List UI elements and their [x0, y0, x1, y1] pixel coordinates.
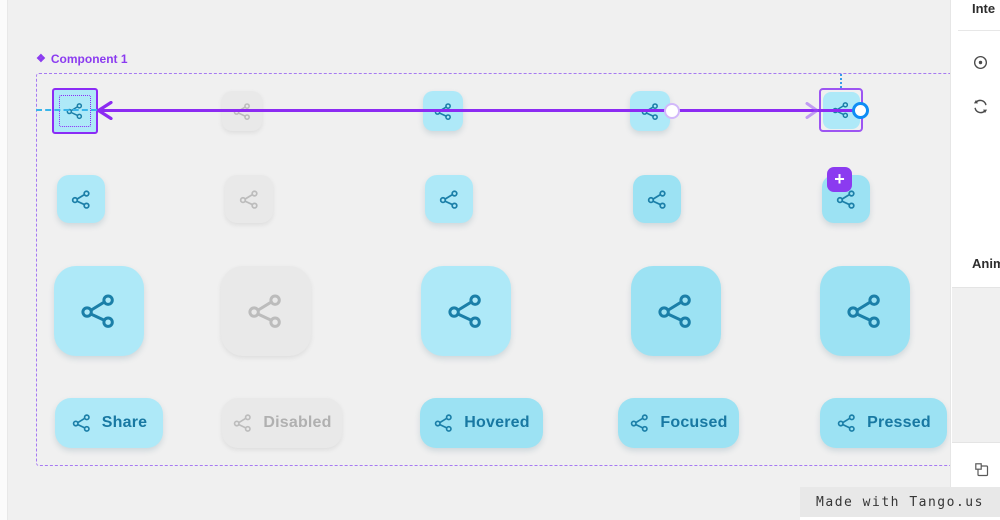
variant-label: Hovered — [464, 414, 530, 431]
variant-large-pressed[interactable] — [820, 266, 910, 356]
variant-small-default-selected[interactable] — [52, 88, 98, 134]
variant-labeled-disabled[interactable]: Disabled — [222, 398, 342, 448]
connector-endpoint-handle[interactable] — [664, 103, 680, 119]
variant-large-disabled[interactable] — [221, 266, 311, 356]
variant-labeled-hovered[interactable]: Hovered — [420, 398, 543, 448]
left-panel-edge — [0, 0, 8, 520]
variant-large-hovered[interactable] — [421, 266, 511, 356]
add-variant-button[interactable]: + — [827, 167, 852, 192]
canvas-frame-icon[interactable] — [974, 462, 990, 478]
variant-label: Disabled — [263, 414, 332, 431]
right-properties-panel: Inte Anim — [950, 0, 1000, 520]
snap-guide-line — [840, 74, 842, 88]
variant-labeled-pressed[interactable]: Pressed — [820, 398, 947, 448]
panel-section-title-animations: Anim — [972, 256, 1000, 271]
variant-labeled-focused[interactable]: Focused — [618, 398, 739, 448]
panel-section-title-interactions: Inte — [972, 1, 996, 16]
prototype-connector-line[interactable] — [99, 109, 861, 112]
panel-divider — [958, 30, 1000, 31]
refresh-icon[interactable] — [971, 97, 990, 116]
component-icon: ❖ — [36, 52, 46, 65]
connector-arrowhead-right-ghost — [805, 102, 819, 119]
component-title[interactable]: ❖ Component 1 — [36, 52, 128, 66]
variant-large-default[interactable] — [54, 266, 144, 356]
component-title-label: Component 1 — [50, 52, 128, 66]
variant-medium-disabled[interactable] — [225, 175, 273, 223]
tango-watermark: Made with Tango.us — [800, 487, 1000, 517]
variant-label: Focused — [660, 414, 728, 431]
distance-guide-line — [36, 109, 97, 111]
variant-label: Pressed — [867, 414, 931, 431]
watermark-underline-strip — [800, 517, 1000, 520]
connector-arrowhead-left — [96, 101, 113, 120]
variant-large-focused[interactable] — [631, 266, 721, 356]
variant-medium-focused[interactable] — [633, 175, 681, 223]
variant-label: Share — [101, 414, 148, 431]
panel-preview-area — [952, 287, 1000, 443]
connector-drag-handle[interactable] — [852, 102, 869, 119]
selection-dotted-outline — [59, 95, 91, 127]
variant-medium-default[interactable] — [57, 175, 105, 223]
target-icon[interactable] — [972, 54, 989, 71]
variant-medium-hovered[interactable] — [425, 175, 473, 223]
variant-labeled-share[interactable]: Share — [55, 398, 163, 448]
